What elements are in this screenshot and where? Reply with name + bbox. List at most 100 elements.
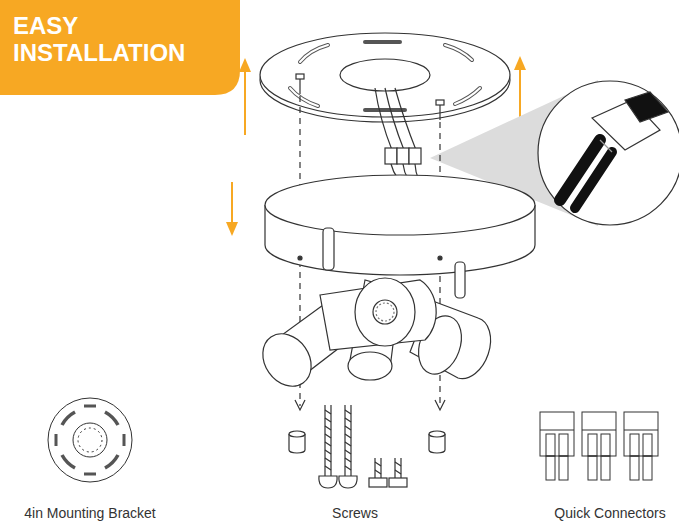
quick-connectors-part: [624, 412, 658, 456]
spot-lights-part: [355, 278, 415, 346]
quick-connectors-part: [559, 434, 568, 456]
mounting-plate-part: [300, 45, 328, 62]
screws-part: [345, 405, 351, 476]
quick-connectors-part: [588, 456, 597, 480]
screws-label: Screws: [332, 505, 378, 522]
quick-connectors-part: [643, 456, 652, 480]
screws-part: [369, 478, 387, 487]
canopy: [265, 175, 535, 298]
screws-part: [375, 462, 381, 474]
spot-lights-part: [253, 324, 321, 395]
title-banner: [0, 0, 240, 95]
title: EASY INSTALLATION: [13, 12, 218, 66]
bracket-icon-part: [48, 398, 132, 482]
mounting-plate-part: [455, 88, 480, 104]
wires-part: [375, 88, 392, 150]
quick-connectors-part: [540, 430, 574, 431]
screws-part: [389, 478, 407, 487]
quick-connectors-part: [601, 456, 610, 480]
screw-caps-part: [289, 431, 305, 437]
screws-part: [375, 458, 381, 478]
screw-path-heads-part: [295, 400, 305, 410]
screw-caps-part: [429, 431, 445, 437]
spot-lights-part: [348, 352, 392, 380]
wires-part: [385, 148, 397, 164]
quick-connectors-part: [540, 412, 574, 456]
canopy-part: [265, 175, 535, 235]
wires-part: [395, 88, 416, 150]
bracket-icon-part: [73, 423, 107, 457]
mounting-plate-part: [340, 59, 430, 91]
quick-connectors-part: [582, 430, 616, 431]
bracket-label: 4in Mounting Bracket: [24, 505, 156, 522]
bracket-icon-part: [62, 412, 75, 425]
bracket-icon-part: [78, 428, 102, 452]
mounting-plate: [260, 33, 510, 122]
connector-callout-part: [560, 140, 600, 200]
bracket-icon-part: [105, 412, 118, 425]
quick-connectors-part: [582, 412, 616, 456]
mounting-plate-part: [455, 88, 480, 104]
mounting-plate-part: [365, 108, 405, 112]
screws: [319, 405, 407, 488]
mounting-plate-part: [445, 45, 472, 60]
connectors-label: Quick Connectors: [554, 505, 665, 522]
mounting-plate-part: [436, 100, 444, 105]
lift-arrows-part: [239, 58, 251, 72]
spot-lights-part: [373, 300, 397, 324]
mounting-plate-part: [299, 79, 300, 94]
screw-caps: [289, 431, 445, 453]
quick-connectors-part: [630, 456, 639, 480]
lift-arrows-part: [514, 56, 526, 70]
bracket-icon: [48, 398, 132, 482]
quick-connectors-part: [643, 434, 652, 456]
canopy-part: [298, 256, 302, 260]
connector-callout-part: [625, 92, 668, 122]
lift-arrows-part: [231, 182, 233, 226]
quick-connectors-part: [630, 434, 639, 456]
spot-lights: [253, 278, 491, 396]
wires-part: [385, 88, 404, 150]
quick-connectors-part: [546, 456, 555, 480]
screws-part: [339, 476, 357, 488]
connector-callout-part: [538, 81, 679, 225]
mounting-plate-part: [290, 88, 318, 106]
mounting-plate-part: [290, 88, 318, 106]
screws-part: [395, 458, 401, 478]
screws-part: [345, 410, 351, 470]
spot-lights-part: [376, 303, 394, 321]
screws-part: [325, 405, 331, 476]
mounting-plate-part: [300, 45, 328, 62]
screw-path-heads-part: [435, 400, 445, 410]
canopy-part: [323, 228, 334, 270]
mounting-plate-part: [365, 40, 400, 44]
lift-arrows-part: [226, 222, 238, 236]
lift-arrows-part: [519, 66, 521, 120]
screws-part: [395, 462, 401, 474]
screws-part: [325, 410, 331, 470]
mounting-plate-part: [260, 33, 510, 117]
lift-arrows-part: [244, 68, 246, 135]
quick-connectors-part: [624, 430, 658, 431]
bracket-icon-part: [56, 406, 124, 474]
connector-callout-part: [600, 140, 612, 152]
canopy-part: [455, 262, 465, 298]
quick-connectors-part: [559, 456, 568, 480]
wires-part: [397, 148, 409, 164]
canopy-part: [438, 256, 442, 260]
quick-connectors-part: [546, 434, 555, 456]
screws-part: [319, 476, 337, 488]
mounting-plate-part: [445, 45, 472, 60]
mounting-plate-part: [296, 74, 304, 79]
connector-callout-part: [575, 152, 612, 208]
screw-path-heads: [295, 400, 445, 410]
quick-connectors: [540, 412, 658, 480]
bracket-icon-part: [62, 455, 75, 468]
quick-connectors-part: [601, 434, 610, 456]
quick-connectors-part: [588, 434, 597, 456]
bracket-icon-part: [105, 455, 118, 468]
mounting-plate-part: [439, 105, 440, 120]
wires-part: [409, 148, 421, 164]
